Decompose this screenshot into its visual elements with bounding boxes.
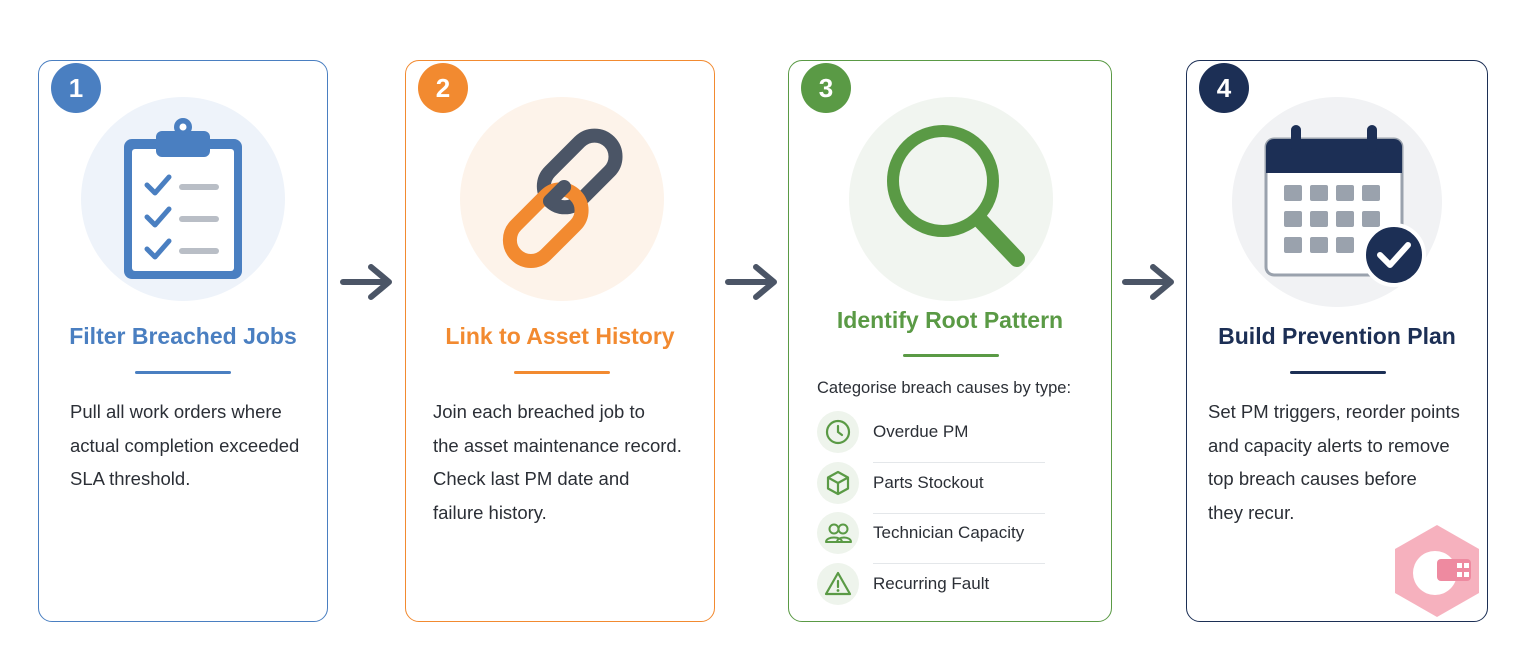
cause-item-parts-stockout: Parts Stockout [817, 462, 1045, 514]
title-underline-4 [1290, 371, 1386, 374]
cause-item-technician-capacity: Technician Capacity [817, 512, 1045, 564]
clipboard-checklist-icon [81, 97, 285, 301]
cause-label: Parts Stockout [873, 473, 984, 492]
description-line: top breach causes before [1208, 468, 1417, 489]
chain-link-icon [460, 97, 664, 301]
step-title-2: Link to Asset History [445, 323, 675, 349]
title-underline-3 [903, 354, 999, 357]
divider [873, 563, 1045, 564]
cause-label: Overdue PM [873, 422, 969, 441]
magnifier-icon [849, 97, 1053, 301]
arrow-right-icon [725, 264, 777, 300]
step-badge-1: 1 [51, 63, 101, 113]
cause-label: Technician Capacity [873, 523, 1025, 542]
step-description-4: Set PM triggers, reorder points and capa… [1208, 395, 1460, 529]
step-card-4: 4 Build Prevention Plan Set PM triggers,… [1186, 60, 1488, 622]
step-title-3: Identify Root Pattern [836, 307, 1064, 333]
description-line: the asset maintenance record. [433, 434, 682, 456]
arrow-right-icon [1122, 264, 1174, 300]
description-line: Check last PM date and [433, 468, 630, 489]
divider [873, 462, 1045, 463]
step-title-4: Build Prevention Plan [1218, 323, 1456, 349]
cause-label: Recurring Fault [873, 574, 990, 593]
causes-intro: Categorise breach causes by type: [817, 379, 1072, 397]
description-line: Join each breached job to [433, 401, 645, 422]
step-card-3: 3 Identify Root Pattern Categorise breac… [788, 60, 1112, 622]
description-line: they recur. [1208, 501, 1295, 523]
step-badge-3: 3 [801, 63, 851, 113]
description-line: SLA threshold. [70, 468, 191, 489]
step-title-1: Filter Breached Jobs [69, 323, 297, 349]
box-icon [817, 462, 859, 504]
step-card-2: 2 Link to Asset History Join each breach… [405, 60, 715, 622]
calendar-check-icon [1232, 97, 1442, 307]
step-description-1: Pull all work orders where actual comple… [70, 395, 299, 496]
description-line: failure history. [433, 501, 547, 523]
people-icon [817, 512, 859, 554]
warning-icon [817, 563, 859, 605]
step-card-1: 1 Filter Breached Jobs Pull all work ord… [38, 60, 328, 622]
title-underline-1 [135, 371, 231, 374]
cause-item-recurring-fault: Recurring Fault [817, 563, 1045, 609]
step-badge-2: 2 [418, 63, 468, 113]
step-badge-4: 4 [1199, 63, 1249, 113]
watermark-logo-icon [1395, 525, 1479, 617]
description-line: and capacity alerts to remove [1208, 434, 1450, 456]
title-underline-2 [514, 371, 610, 374]
clock-icon [817, 411, 859, 453]
divider [873, 513, 1045, 514]
cause-item-overdue-pm: Overdue PM [817, 411, 1045, 463]
description-line: actual completion exceeded [70, 434, 300, 456]
description-line: Set PM triggers, reorder points [1208, 401, 1460, 422]
arrow-right-icon [340, 264, 392, 300]
step-description-2: Join each breached job to the asset main… [433, 395, 682, 529]
description-line: Pull all work orders where [70, 401, 282, 422]
